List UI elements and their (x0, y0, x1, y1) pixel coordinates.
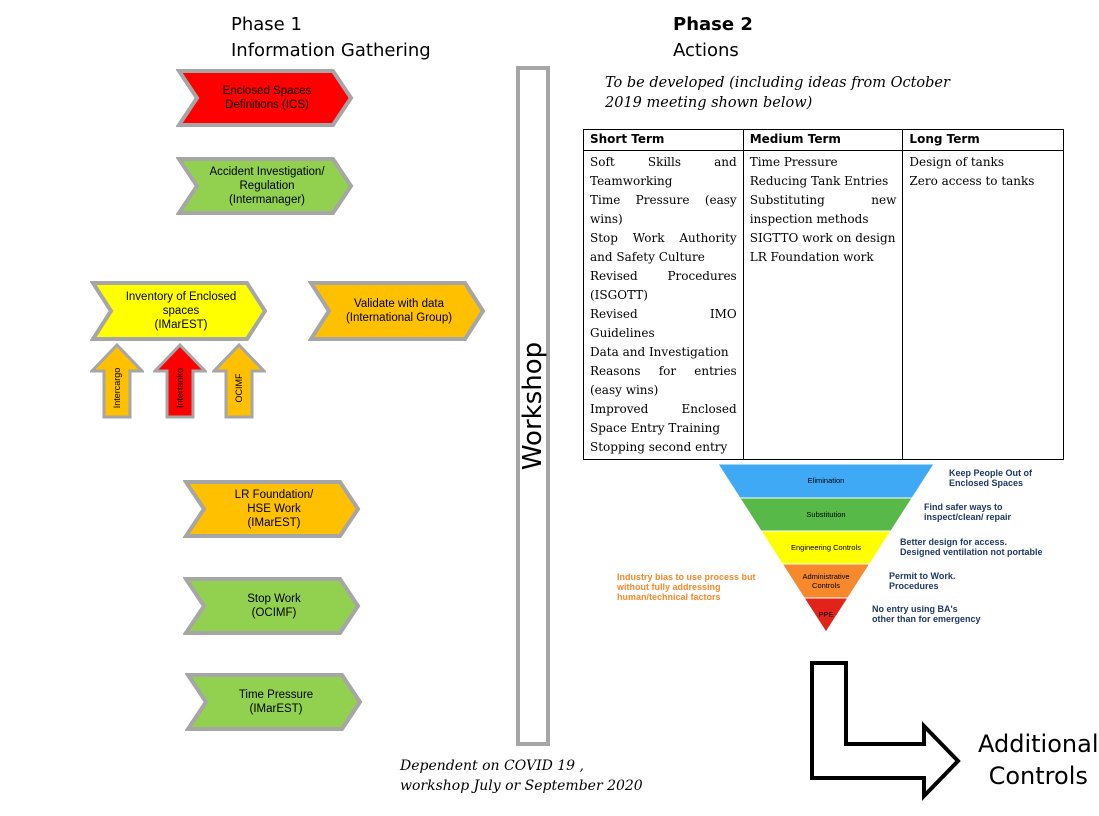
chevron-stop-work: Stop Work (OCIMF) (183, 576, 361, 636)
phase1-heading: Phase 1 Information Gathering (231, 12, 431, 64)
header-long-term: Long Term (902, 129, 1064, 151)
phase2-subtitle: Actions (673, 40, 739, 61)
arrow-ocimf: OCIMF (212, 343, 266, 419)
chevron-ics: Enclosed Spaces Definitions (ICS) (176, 68, 354, 128)
up-arrow-icon (90, 343, 144, 419)
chevron-validate: Validate with data (International Group) (308, 280, 486, 342)
chevron-label: Inventory of Enclosed spaces (IMarEST) (125, 291, 237, 331)
industry-bias-note: Industry bias to use process but without… (617, 572, 756, 602)
short-term-item: Improved Enclosed Space Entry Training (590, 402, 737, 435)
chevron-shape-icon (176, 69, 354, 127)
chevron-label: LR Foundation/ HSE Work (IMarEST) (234, 489, 314, 529)
chevron-label: Enclosed Spaces Definitions (ICS) (222, 85, 312, 111)
arrow-label: Intercargo (112, 367, 122, 409)
short-term-item: Stopping second entry (590, 440, 728, 454)
pyramid-level-note: Better design for access. Designed venti… (900, 537, 1043, 557)
header-medium-term: Medium Term (742, 129, 904, 151)
chevron-time-pressure: Time Pressure (IMarEST) (185, 672, 363, 732)
workshop-label: Workshop (518, 341, 548, 471)
medium-term-item: LR Foundation work (749, 250, 874, 264)
pyramid-level-note: Find safer ways to inspect/clean/ repair (924, 502, 1012, 522)
short-term-item: Revised IMO Guidelines (590, 307, 737, 340)
arrow-label: OCIMF (234, 373, 244, 403)
short-term-item: Stop Work Authority and Safety Culture (590, 231, 737, 264)
medium-term-item: Time Pressure (749, 155, 838, 169)
phase1-title: Phase 1 (231, 14, 302, 35)
chevron-label: Time Pressure (IMarEST) (238, 689, 314, 715)
additional-controls-label: Additional Controls (978, 730, 1099, 790)
workshop-bar: Workshop (516, 66, 550, 746)
chevron-shape-icon (90, 281, 268, 341)
phase2-note: To be developed (including ideas from Oc… (605, 75, 950, 111)
short-term-item: Reasons for entries (easy wins) (590, 364, 737, 397)
chevron-label: Accident Investigation/ Regulation (Inte… (209, 166, 325, 206)
short-term-item: Data and Investigation (590, 345, 729, 359)
arrow-label: Intertanko (175, 367, 185, 409)
arrow-intertanko: Intertanko (153, 343, 207, 419)
phase2-heading: Phase 2 Actions (673, 12, 753, 64)
up-arrow-icon (153, 343, 207, 419)
phase2-title: Phase 2 (673, 14, 753, 35)
chevron-shape-icon (308, 281, 486, 341)
chevron-shape-icon (183, 577, 361, 635)
phase1-subtitle: Information Gathering (231, 40, 431, 61)
terms-table: Short Term Medium Term Long Term Soft Sk… (583, 129, 1064, 460)
terms-table-header-row: Short Term Medium Term Long Term (583, 129, 1064, 151)
pyramid-level-4 (803, 597, 849, 633)
chevron-shape-icon (183, 480, 361, 538)
chevron-shape-icon (185, 673, 363, 731)
chevron-inventory: Inventory of Enclosed spaces (IMarEST) (90, 280, 268, 342)
short-term-item: Time Pressure (easy wins) (590, 193, 737, 226)
pyramid-level-label: Engineering Controls (790, 542, 862, 552)
pyramid-level-label: Administrative Controls (802, 572, 850, 590)
long-term-item: Zero access to tanks (909, 174, 1035, 188)
chevron-label: Stop Work (OCIMF) (247, 593, 301, 619)
pyramid-level-note: Permit to Work. Procedures (889, 571, 956, 591)
up-arrow-icon (212, 343, 266, 419)
medium-term-item: SIGTTO work on design (749, 231, 896, 245)
header-short-term: Short Term (583, 129, 744, 151)
chevron-lr-foundation: LR Foundation/ HSE Work (IMarEST) (183, 479, 361, 539)
chevron-label: Validate with data (International Group) (345, 298, 453, 324)
pyramid-level-note: Keep People Out of Enclosed Spaces (949, 468, 1033, 488)
chevron-intermanager: Accident Investigation/ Regulation (Inte… (176, 156, 354, 216)
pyramid-shape (717, 463, 935, 633)
long-term-item: Design of tanks (909, 155, 1004, 169)
pyramid-level-label: Elimination (807, 476, 845, 485)
short-term-item: Revised Procedures (ISGOTT) (590, 269, 737, 302)
pyramid-level-note: No entry using BA's other than for emerg… (872, 604, 981, 624)
medium-term-item: Reducing Tank Entries (749, 174, 889, 188)
short-term-item: Soft Skills and Teamworking (590, 155, 737, 188)
bent-arrow-icon (810, 661, 961, 801)
chevron-shape-icon (176, 157, 354, 215)
covid-note: Dependent on COVID 19 , workshop July or… (400, 758, 643, 794)
medium-term-item: Substituting new inspection methods (749, 193, 897, 226)
pyramid-level-label: PPE (818, 610, 834, 619)
pyramid-level-label: Substitution (806, 509, 846, 519)
arrow-intercargo: Intercargo (90, 343, 144, 419)
